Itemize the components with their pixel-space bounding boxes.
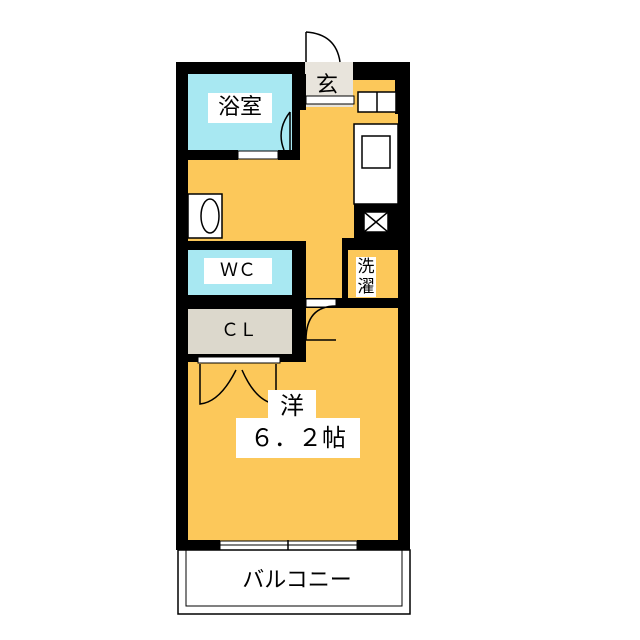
balcony-label: バルコニー	[242, 568, 352, 593]
entrance-label: 玄	[315, 73, 338, 98]
bath-door-swing	[280, 111, 291, 151]
kitchen-sink	[361, 135, 391, 169]
wc-door-swing	[305, 305, 337, 341]
wc-door-gap	[305, 298, 337, 308]
entrance-door	[305, 31, 341, 63]
room-size-label: ６．２帖	[236, 418, 360, 458]
toilet-label: ＷＣ	[204, 258, 272, 284]
balcony	[177, 549, 411, 615]
entrance-step	[305, 95, 355, 105]
bath-label: 浴室	[208, 93, 272, 123]
closet-opening	[197, 356, 281, 364]
bath-door-gap	[237, 150, 279, 160]
balcony-rail	[185, 549, 403, 607]
closet	[188, 309, 292, 354]
laundry-label: 洗濯	[356, 257, 376, 297]
closet-label: ＣＬ	[221, 320, 257, 341]
room-type-label: 洋	[268, 390, 316, 422]
outer-walls	[176, 62, 410, 550]
interior-walls	[188, 73, 398, 362]
